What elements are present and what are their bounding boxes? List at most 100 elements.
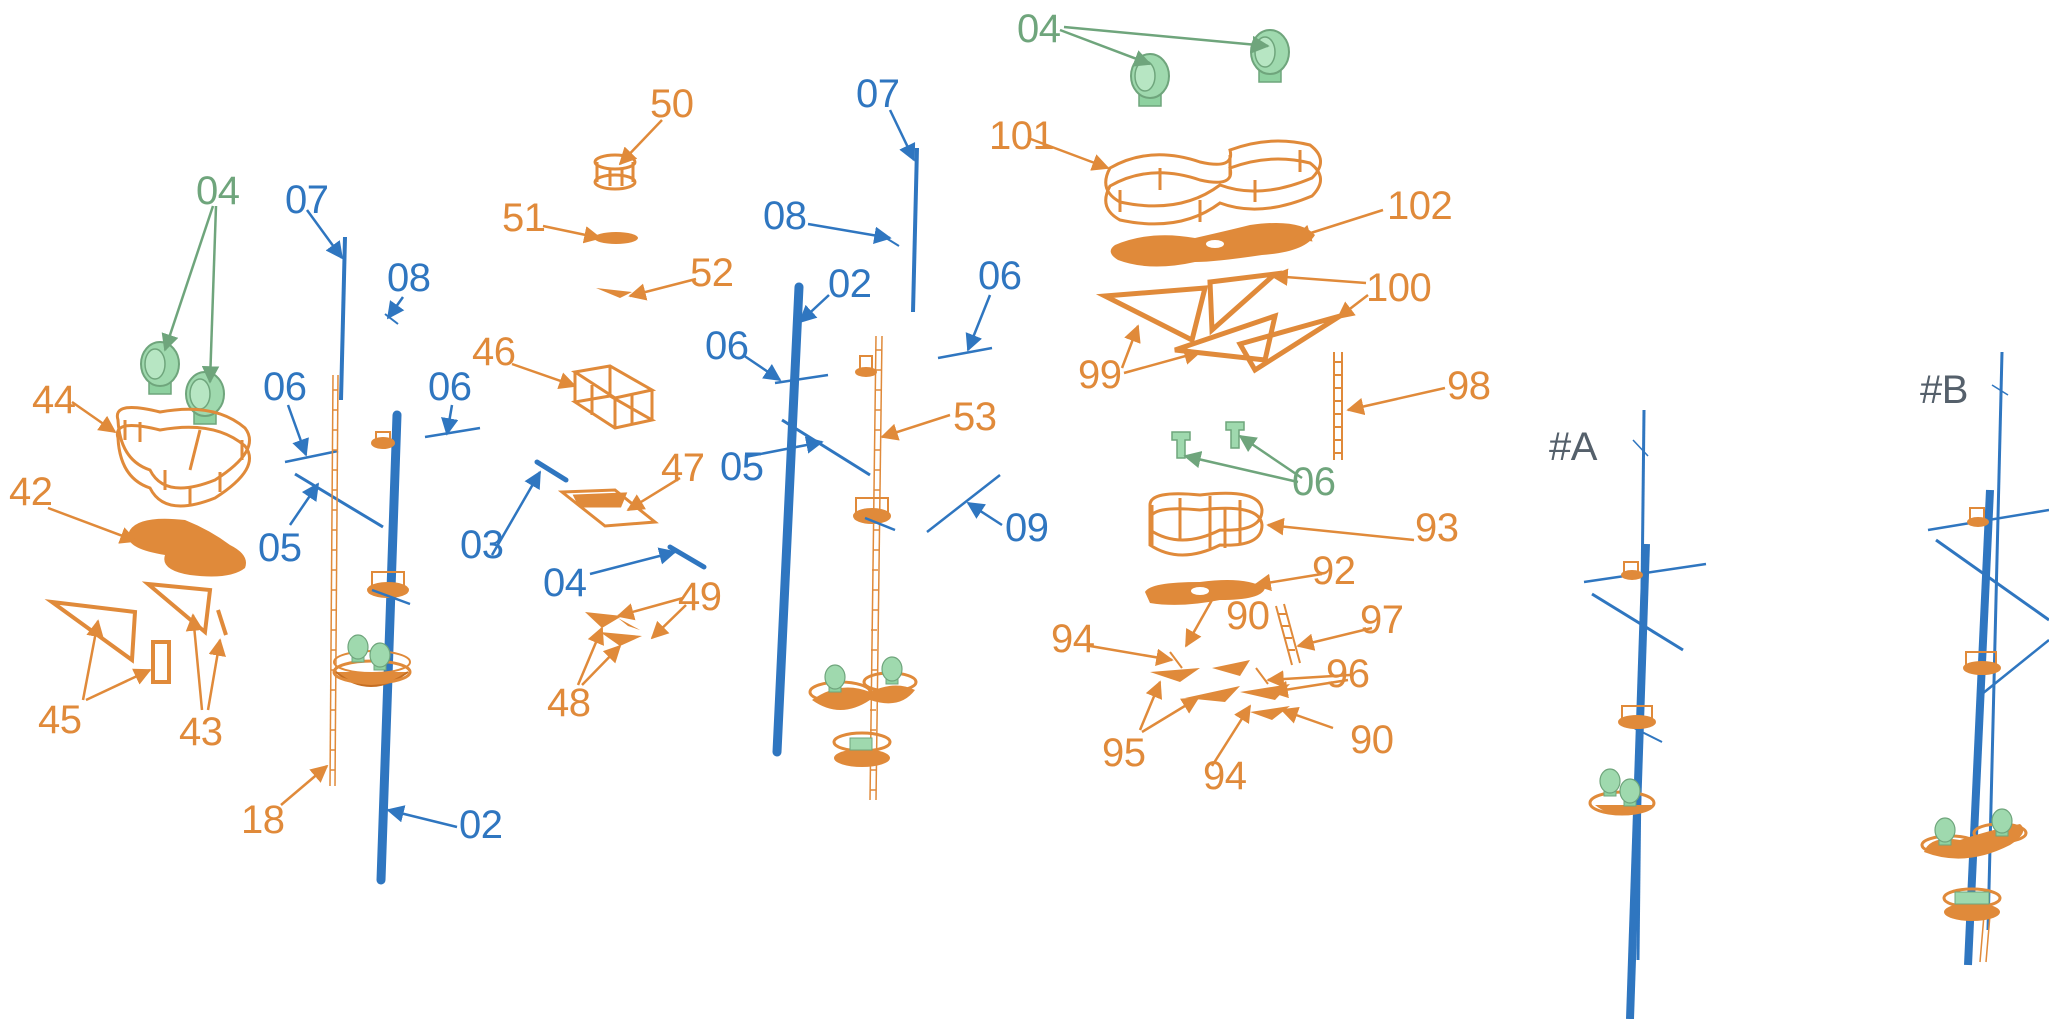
label-09: 09 xyxy=(1005,506,1049,550)
label-07: 07 xyxy=(285,178,329,222)
part-04-spar xyxy=(667,544,707,570)
label-98: 98 xyxy=(1447,364,1491,408)
twin-radar-platform xyxy=(808,656,918,710)
group4-leaders xyxy=(1027,25,1446,767)
upper-pole xyxy=(339,236,347,401)
label-43: 43 xyxy=(179,710,223,754)
label-90: 90 xyxy=(1350,718,1394,762)
radar-unit xyxy=(185,371,225,425)
label-90: 90 xyxy=(1226,594,1270,638)
part-03 xyxy=(534,459,569,483)
yard xyxy=(424,426,481,439)
label-52: 52 xyxy=(690,251,734,295)
radar-unit xyxy=(1250,29,1290,83)
platform-deck xyxy=(128,518,246,577)
assembly-label-a: #A xyxy=(1549,425,1597,469)
label-08: 08 xyxy=(763,194,807,238)
label-02: 02 xyxy=(459,803,503,847)
mast-pole xyxy=(1626,543,1650,1019)
group4-parts xyxy=(1095,29,1343,720)
yard xyxy=(937,346,993,360)
ladder xyxy=(329,374,339,787)
upper-pole xyxy=(911,147,919,313)
radar-platform xyxy=(332,634,412,687)
label-94: 94 xyxy=(1051,617,1095,661)
label-47: 47 xyxy=(661,446,705,490)
part-93 xyxy=(1148,491,1264,557)
label-102: 102 xyxy=(1387,184,1453,228)
yard xyxy=(926,474,1001,533)
part-52 xyxy=(596,288,632,298)
label-05: 05 xyxy=(720,445,764,489)
part-97 xyxy=(1275,603,1301,666)
part-51 xyxy=(594,232,638,244)
lower-platform xyxy=(832,731,892,767)
label-95: 95 xyxy=(1102,731,1146,775)
label-46: 46 xyxy=(472,330,516,374)
label-04: 04 xyxy=(543,561,587,605)
label-06: 06 xyxy=(428,365,472,409)
label-04: 04 xyxy=(1017,7,1061,51)
label-45: 45 xyxy=(38,698,82,742)
small-spar xyxy=(885,237,900,247)
label-97: 97 xyxy=(1360,598,1404,642)
mid-platform xyxy=(853,497,896,532)
parts-90-96 xyxy=(1150,651,1290,720)
part-50 xyxy=(593,153,637,191)
mast-pole xyxy=(1964,489,1994,966)
part-47 xyxy=(557,488,659,528)
mid-platform xyxy=(367,571,411,606)
label-49: 49 xyxy=(678,575,722,619)
label-96: 96 xyxy=(1326,652,1370,696)
part-102-hole xyxy=(1206,240,1224,248)
part-46 xyxy=(570,364,657,430)
label-53: 53 xyxy=(953,395,997,439)
yard xyxy=(781,418,871,477)
label-06: 06 xyxy=(1292,460,1336,504)
part-99-100 xyxy=(1095,270,1342,374)
group3-parts xyxy=(772,147,1001,801)
part-98 xyxy=(1333,352,1343,460)
radar-unit xyxy=(140,341,180,395)
group3-leaders xyxy=(742,109,1003,527)
label-04: 04 xyxy=(196,169,240,213)
label-51: 51 xyxy=(502,196,546,240)
assembly-b xyxy=(1920,351,2049,966)
label-02: 02 xyxy=(828,262,872,306)
part-101 xyxy=(1104,139,1322,226)
label-44: 44 xyxy=(32,378,76,422)
label-93: 93 xyxy=(1415,506,1459,550)
ladder xyxy=(869,335,883,801)
mast-pole xyxy=(376,410,402,885)
yard xyxy=(774,373,829,385)
mast-pole xyxy=(772,282,804,757)
radar-unit xyxy=(1130,53,1170,107)
label-07: 07 xyxy=(856,72,900,116)
brackets xyxy=(44,581,228,684)
part-06-mounts xyxy=(1171,421,1245,459)
small-spar xyxy=(384,313,399,325)
label-08: 08 xyxy=(387,256,431,300)
group1-leaders xyxy=(47,205,459,829)
group2-parts xyxy=(534,153,707,646)
label-18: 18 xyxy=(241,798,285,842)
assembly-a xyxy=(1583,409,1707,1019)
yard xyxy=(284,449,339,464)
label-06: 06 xyxy=(978,254,1022,298)
assembly-label-b: #B xyxy=(1920,368,1968,412)
label-06: 06 xyxy=(705,324,749,368)
label-42: 42 xyxy=(9,470,53,514)
label-50: 50 xyxy=(650,82,694,126)
railing-44 xyxy=(115,406,251,508)
label-94: 94 xyxy=(1203,754,1247,798)
label-101: 101 xyxy=(989,114,1055,158)
label-99: 99 xyxy=(1078,353,1122,397)
small-platform xyxy=(371,431,395,449)
label-03: 03 xyxy=(460,523,504,567)
part-48-49 xyxy=(585,612,642,646)
label-100: 100 xyxy=(1366,266,1432,310)
label-92: 92 xyxy=(1312,549,1356,593)
label-05: 05 xyxy=(258,526,302,570)
